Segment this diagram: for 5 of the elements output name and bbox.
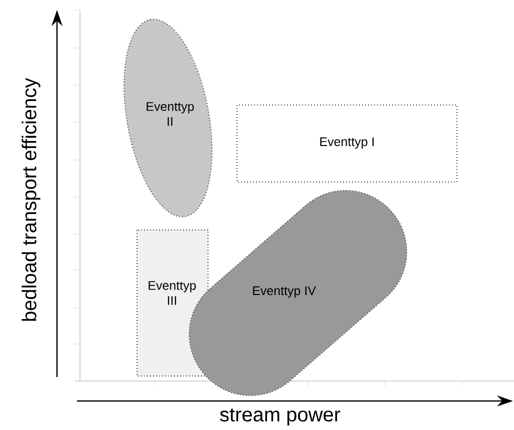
axis-label: stream power [220,408,340,426]
axis-label: bedload transport efficiency [22,78,40,321]
capsule-region: Eventtyp IV [253,286,316,298]
dotted-box: Eventtyp I [236,104,458,182]
ellipse-region: Eventtyp II [124,18,212,218]
